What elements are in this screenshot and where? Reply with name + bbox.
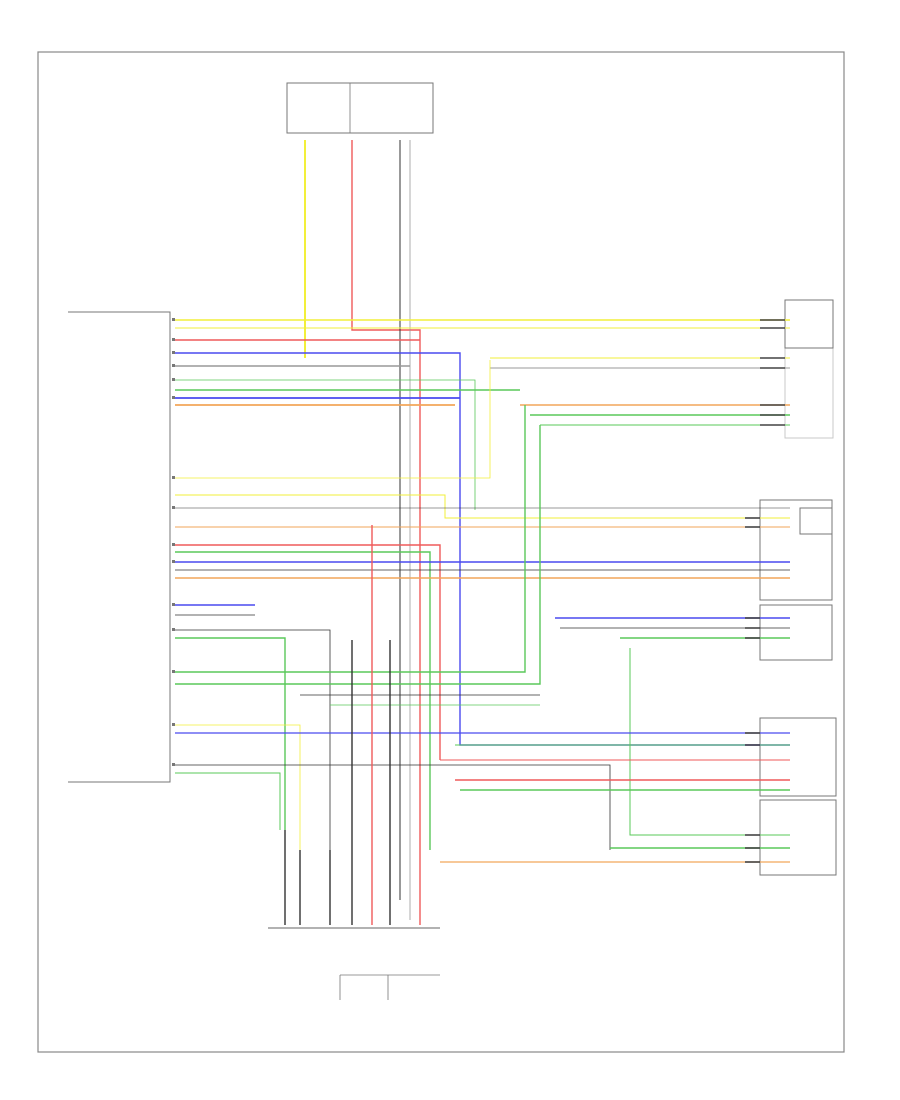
right-component-4 <box>759 717 837 876</box>
middle-harness <box>175 360 790 850</box>
right-connector-pins <box>745 319 785 863</box>
right-component-3 <box>759 604 833 661</box>
left-pin-markers <box>172 318 175 766</box>
vertical-wires-top <box>304 140 421 920</box>
main-harness <box>175 319 790 746</box>
top-module <box>286 82 434 134</box>
bottom-module <box>268 927 440 1000</box>
left-module <box>68 311 171 783</box>
vertical-wires-bottom <box>284 525 421 925</box>
right-component-2 <box>759 499 833 601</box>
right-component-1 <box>784 299 834 439</box>
diagram-frame <box>37 51 845 1053</box>
lower-harness <box>175 405 790 863</box>
